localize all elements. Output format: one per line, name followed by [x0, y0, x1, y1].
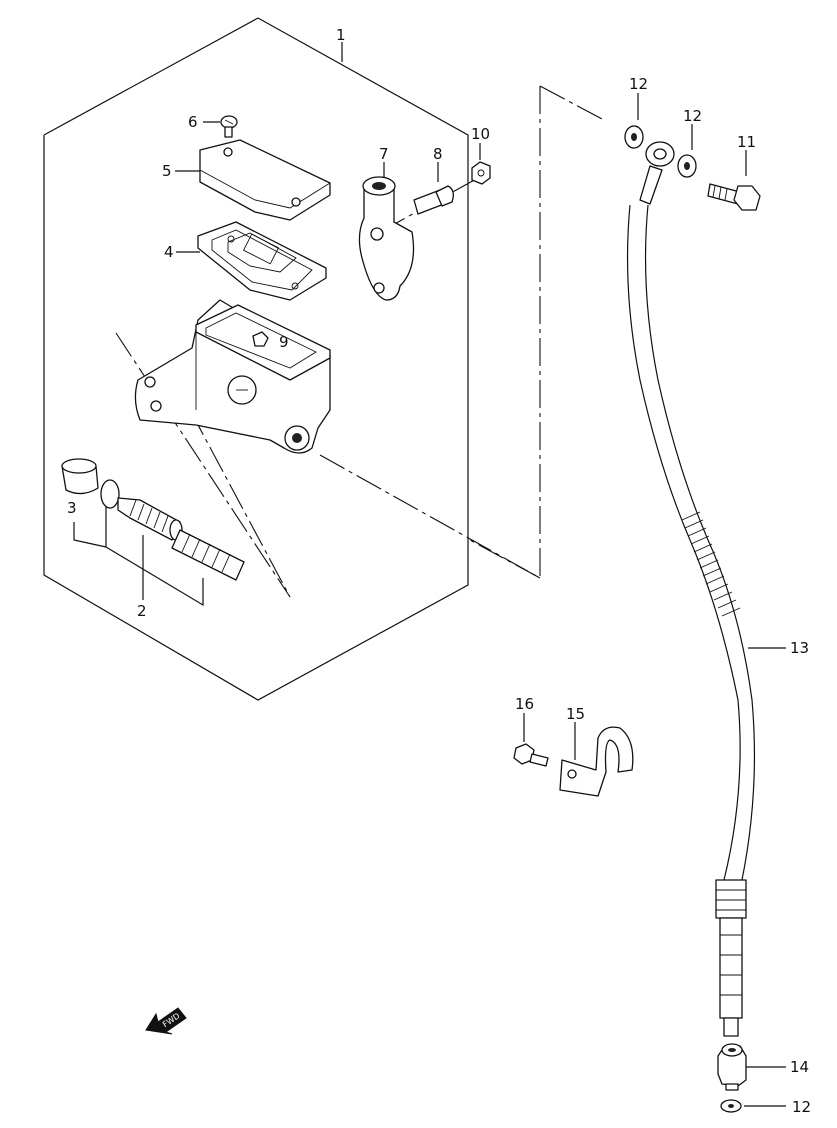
plug-part-9: [252, 331, 269, 347]
callout-9: 9: [279, 333, 289, 351]
callout-8: 8: [433, 145, 443, 163]
centerlines: [115, 85, 605, 598]
washer-part-12-c: [720, 1099, 742, 1113]
screw-part-16: [513, 743, 549, 767]
piston-kit-part-2: [61, 458, 245, 581]
washer-part-12-a: [624, 125, 644, 149]
callout-13: 13: [790, 639, 809, 657]
callout-labels: 1 2 3 4 5 6 7 8 9 10 11 12 12 12 13 14 1…: [67, 26, 811, 1116]
assembly-outline: [43, 17, 469, 701]
callout-7: 7: [379, 145, 389, 163]
callout-12-top: 12: [629, 75, 648, 93]
bracket-part-15: [559, 726, 634, 797]
clamp-part-7: [358, 176, 415, 301]
master-cylinder-body: [134, 299, 331, 454]
callout-2: 2: [137, 602, 147, 620]
washer-part-12-b: [677, 154, 697, 178]
callout-3: 3: [67, 499, 77, 517]
callout-12-bottom: 12: [792, 1098, 811, 1116]
fwd-arrow-icon: FWD: [145, 1007, 187, 1035]
callout-6: 6: [188, 113, 198, 131]
callout-5: 5: [162, 162, 172, 180]
bolt-part-8: [413, 185, 454, 215]
reservoir-cap-part-5: [199, 139, 331, 221]
callout-4: 4: [164, 243, 174, 261]
leader-lines: [73, 42, 786, 1107]
screw-part-6: [220, 115, 238, 138]
callout-11: 11: [737, 133, 756, 151]
callout-15: 15: [566, 705, 585, 723]
diaphragm-part-4: [197, 221, 327, 301]
union-bolt-part-11: [707, 183, 761, 211]
callout-16: 16: [515, 695, 534, 713]
nut-part-10: [471, 161, 491, 185]
brake-hose-part-13: [626, 141, 756, 1037]
callout-14: 14: [790, 1058, 809, 1076]
callout-10: 10: [471, 125, 490, 143]
fitting-nut-part-14: [717, 1043, 747, 1091]
callout-1: 1: [336, 26, 346, 44]
callout-12-middle: 12: [683, 107, 702, 125]
